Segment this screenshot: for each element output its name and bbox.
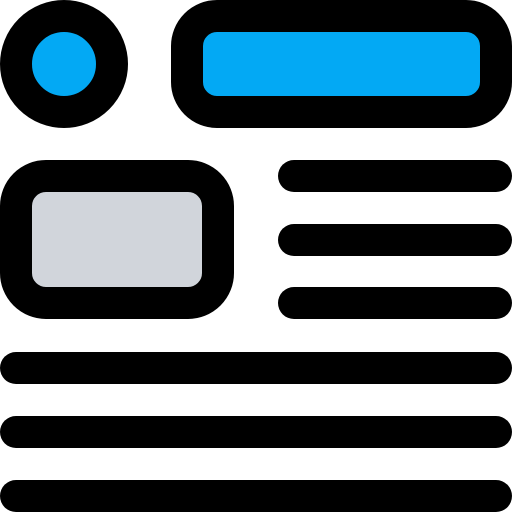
avatar-circle [0, 0, 128, 128]
title-bar [171, 0, 512, 128]
image-placeholder [0, 160, 234, 319]
